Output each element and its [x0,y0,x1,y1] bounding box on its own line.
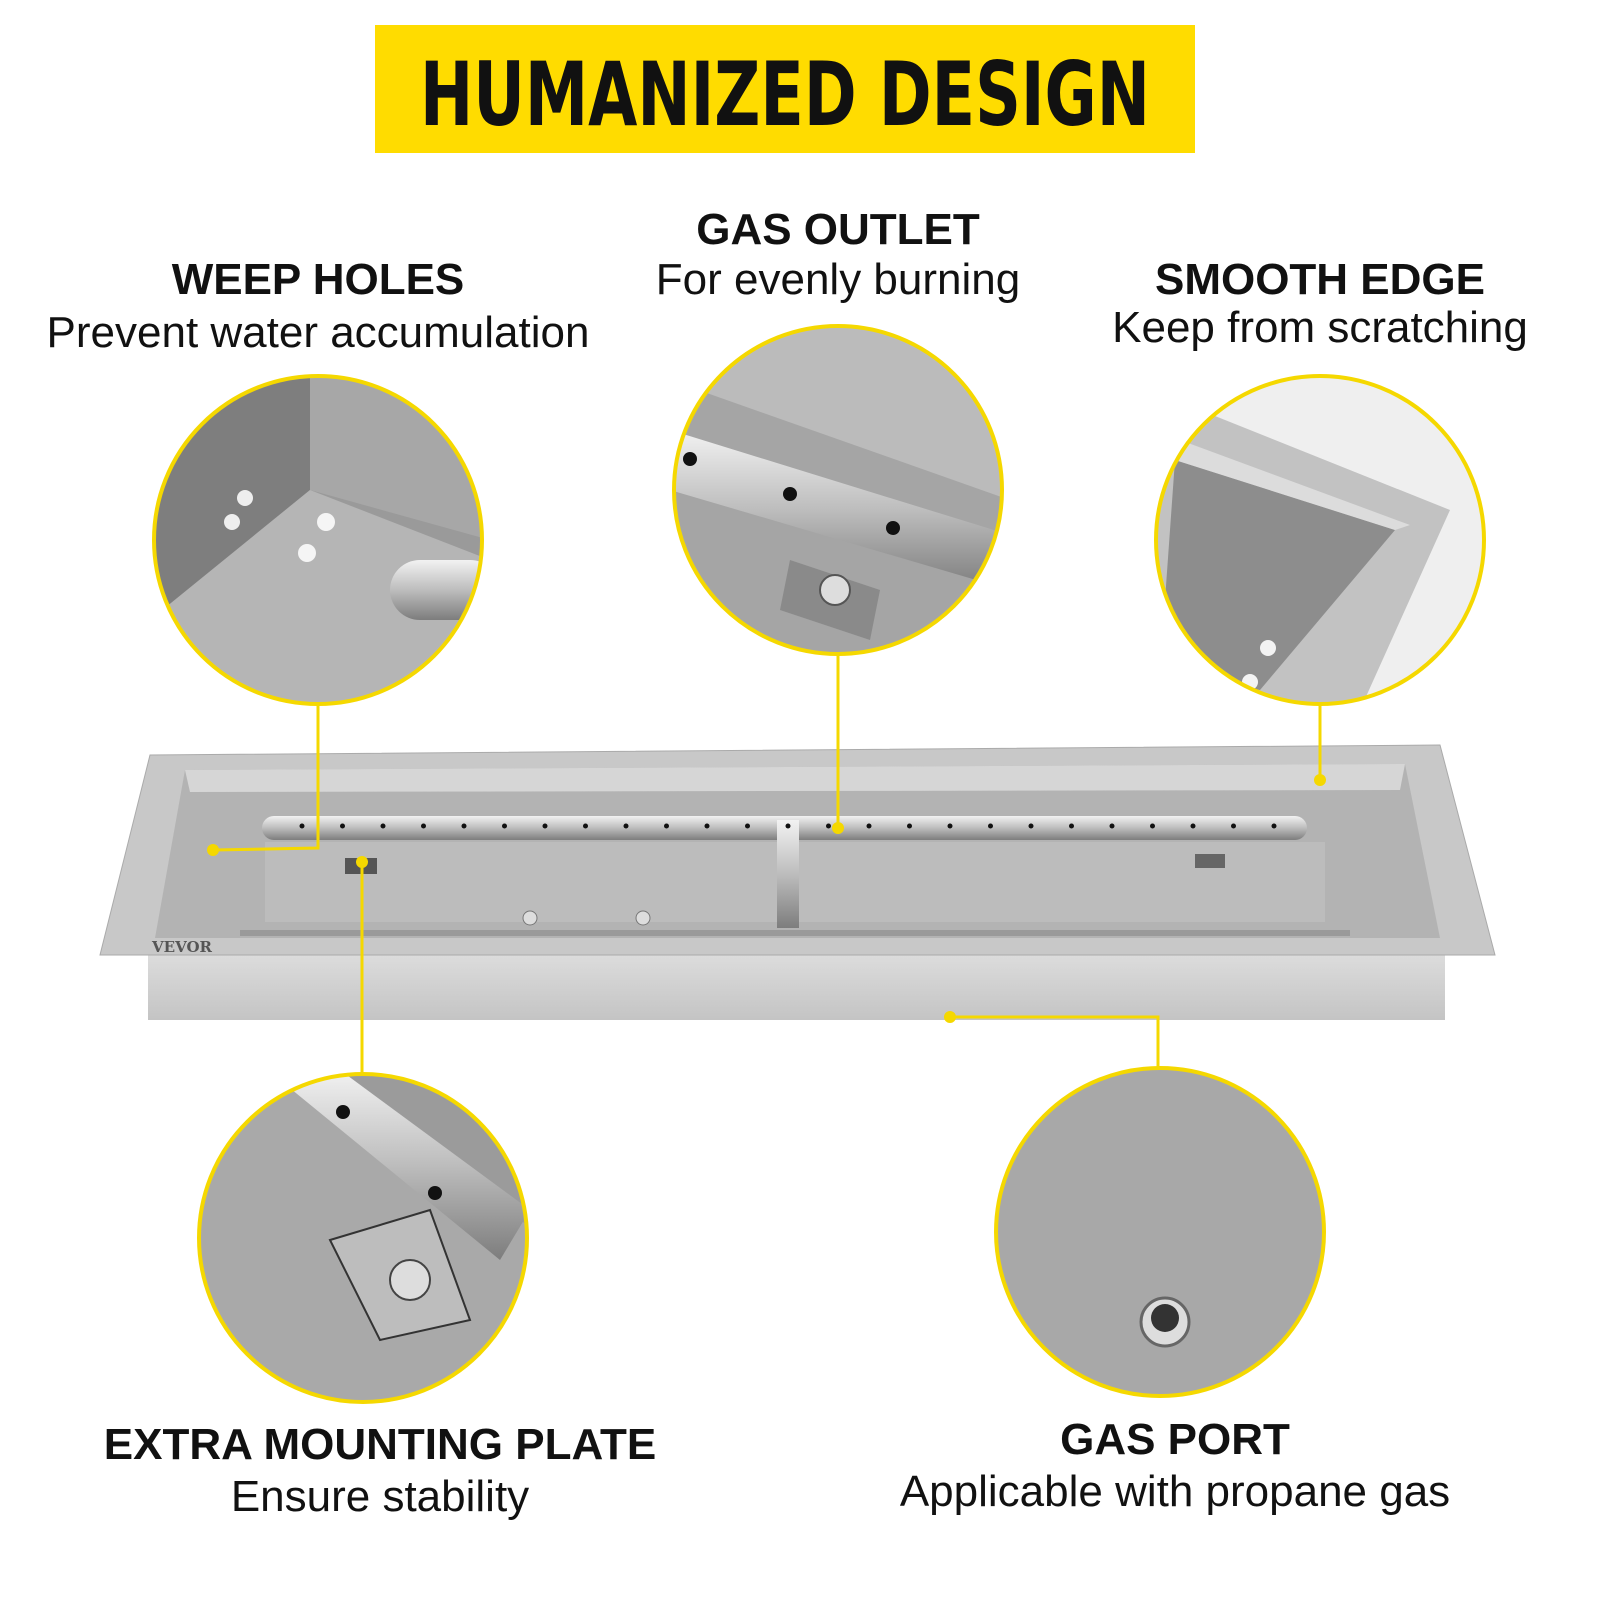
page-title: HUMANIZED DESIGN [420,43,1150,146]
vevor-logo: VEVOR [151,938,213,956]
burner-hole [745,823,750,829]
feature-subtitle-weep-holes: Prevent water accumulation [47,308,590,357]
burner-hole [664,823,669,829]
gas-port-detail [997,1069,1323,1395]
burner-hole [1271,823,1277,829]
burner-hole [461,823,467,829]
feature-title-gas-outlet: GAS OUTLET [696,205,980,254]
burner-hole [1150,823,1155,829]
feature-title-mounting-plate: EXTRA MOUNTING PLATE [104,1420,656,1469]
burner-hole [826,823,831,829]
detail-circle-gas-port [994,1066,1326,1398]
burner-hole [1190,823,1196,829]
burner-hole [866,823,872,829]
detail-circle-weep-holes [152,374,484,706]
burner-hole [1028,823,1034,829]
gas-outlet-detail [675,327,1001,653]
burner-hole [704,823,710,829]
fire-pit-pan: VEVOR [99,744,1496,1020]
header-banner: HUMANIZED DESIGN [375,25,1195,153]
feature-title-weep-holes: WEEP HOLES [172,255,465,304]
smooth-edge-detail [1157,377,1483,703]
feature-title-gas-port: GAS PORT [1060,1415,1290,1464]
callout-lines [212,655,1322,1073]
detail-circle-smooth-edge [1154,374,1486,706]
burner-hole [988,823,993,829]
burner-hole [583,823,588,829]
burner-hole [1069,823,1074,829]
feature-subtitle-gas-port: Applicable with propane gas [900,1467,1450,1516]
burner-hole [1231,823,1236,829]
callout-dots [207,774,1326,1023]
burner-hole [421,823,426,829]
feature-subtitle-smooth-edge: Keep from scratching [1112,303,1528,352]
detail-circle-mounting-plate [197,1072,529,1404]
feature-title-smooth-edge: SMOOTH EDGE [1155,255,1485,304]
burner-hole [785,823,791,829]
gas-outlet-holes [299,823,1277,829]
burner-hole [947,823,953,829]
detail-circle-gas-outlet [672,324,1004,656]
burner-hole [623,823,629,829]
feature-subtitle-gas-outlet: For evenly burning [656,255,1020,304]
burner-hole [299,823,305,829]
burner-hole [907,823,912,829]
feature-subtitle-mounting-plate: Ensure stability [231,1472,529,1521]
mounting-plate-detail [200,1075,526,1401]
burner-hole [380,823,386,829]
burner-hole [1109,823,1115,829]
burner-hole [502,823,507,829]
burner-hole [340,823,345,829]
burner-hole [542,823,548,829]
